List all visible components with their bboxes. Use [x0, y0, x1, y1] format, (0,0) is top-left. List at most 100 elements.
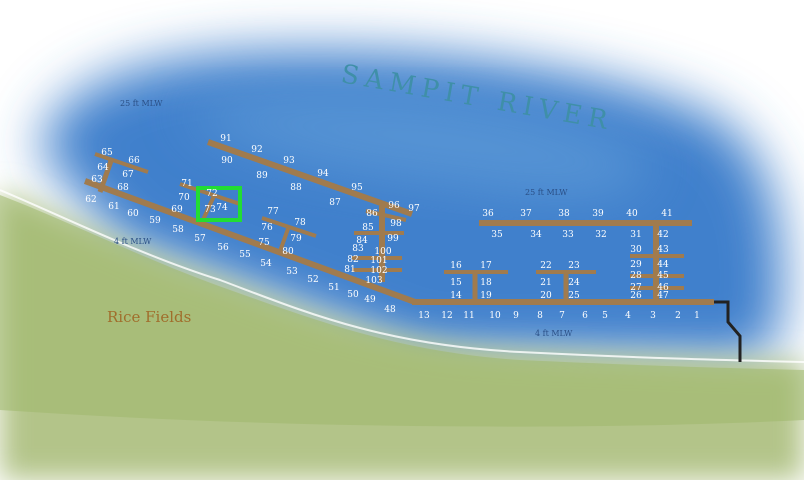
slip-16-label[interactable]: 16: [450, 261, 462, 271]
slip-18-label[interactable]: 18: [480, 278, 492, 288]
slip-84-label[interactable]: 84: [356, 236, 368, 246]
slip-92-label[interactable]: 92: [251, 145, 262, 155]
slip-71-label[interactable]: 71: [181, 179, 192, 189]
slip-32-label[interactable]: 32: [595, 230, 606, 240]
slip-11-label[interactable]: 11: [463, 311, 474, 321]
slip-40-label[interactable]: 40: [626, 209, 638, 219]
slip-34-label[interactable]: 34: [530, 230, 542, 240]
slip-12-label[interactable]: 12: [441, 311, 452, 321]
slip-17-label[interactable]: 17: [480, 261, 492, 271]
slip-87-label[interactable]: 87: [329, 198, 341, 208]
slip-80-label[interactable]: 80: [282, 247, 294, 257]
slip-72-label[interactable]: 72: [206, 189, 217, 199]
slip-5-label[interactable]: 5: [602, 311, 608, 321]
slip-15-label[interactable]: 15: [450, 278, 462, 288]
slip-24-label[interactable]: 24: [568, 278, 580, 288]
slip-56-label[interactable]: 56: [217, 243, 229, 253]
slip-37-label[interactable]: 37: [520, 209, 532, 219]
slip-73-label[interactable]: 73: [204, 205, 216, 215]
slip-65-label[interactable]: 65: [101, 148, 113, 158]
slip-54-label[interactable]: 54: [260, 259, 272, 269]
slip-61-label[interactable]: 61: [108, 202, 119, 212]
slip-96-label[interactable]: 96: [388, 201, 400, 211]
slip-30-label[interactable]: 30: [630, 245, 642, 255]
slip-10-label[interactable]: 10: [489, 311, 501, 321]
slip-48-label[interactable]: 48: [384, 305, 396, 315]
slip-64-label[interactable]: 64: [97, 163, 109, 173]
slip-52-label[interactable]: 52: [307, 275, 318, 285]
slip-1-label[interactable]: 1: [694, 311, 700, 321]
slip-19-label[interactable]: 19: [480, 291, 492, 301]
slip-4-label[interactable]: 4: [625, 311, 631, 321]
slip-20-label[interactable]: 20: [540, 291, 552, 301]
slip-3-label[interactable]: 3: [650, 311, 656, 321]
slip-101-label[interactable]: 101: [370, 256, 387, 266]
slip-2-label[interactable]: 2: [675, 311, 681, 321]
slip-63-label[interactable]: 63: [91, 175, 103, 185]
slip-14-label[interactable]: 14: [450, 291, 462, 301]
slip-70-label[interactable]: 70: [178, 193, 190, 203]
slip-42-label[interactable]: 42: [657, 230, 668, 240]
slip-67-label[interactable]: 67: [122, 170, 134, 180]
slip-53-label[interactable]: 53: [286, 267, 298, 277]
slip-90-label[interactable]: 90: [221, 156, 233, 166]
slip-28-label[interactable]: 28: [630, 271, 642, 281]
slip-58-label[interactable]: 58: [172, 225, 184, 235]
slip-97-label[interactable]: 97: [408, 204, 420, 214]
slip-99-label[interactable]: 99: [387, 234, 399, 244]
slip-66-label[interactable]: 66: [128, 156, 140, 166]
slip-69-label[interactable]: 69: [171, 205, 183, 215]
slip-31-label[interactable]: 31: [630, 230, 641, 240]
slip-75-label[interactable]: 75: [258, 238, 270, 248]
slip-55-label[interactable]: 55: [239, 250, 251, 260]
slip-13-label[interactable]: 13: [418, 311, 430, 321]
slip-100-label[interactable]: 100: [374, 247, 391, 257]
slip-47-label[interactable]: 47: [657, 291, 669, 301]
slip-39-label[interactable]: 39: [592, 209, 604, 219]
slip-38-label[interactable]: 38: [558, 209, 570, 219]
slip-62-label[interactable]: 62: [85, 195, 96, 205]
slip-9-label[interactable]: 9: [513, 311, 519, 321]
highlighted-slip-box[interactable]: [196, 186, 242, 222]
slip-43-label[interactable]: 43: [657, 245, 669, 255]
slip-46-label[interactable]: 46: [657, 283, 669, 293]
slip-57-label[interactable]: 57: [194, 234, 206, 244]
slip-98-label[interactable]: 98: [390, 219, 402, 229]
slip-91-label[interactable]: 91: [220, 134, 231, 144]
slip-93-label[interactable]: 93: [283, 156, 295, 166]
slip-29-label[interactable]: 29: [630, 260, 642, 270]
slip-27-label[interactable]: 27: [630, 283, 642, 293]
slip-8-label[interactable]: 8: [537, 311, 543, 321]
slip-26-label[interactable]: 26: [630, 291, 642, 301]
slip-50-label[interactable]: 50: [347, 290, 359, 300]
slip-33-label[interactable]: 33: [562, 230, 574, 240]
slip-95-label[interactable]: 95: [351, 183, 363, 193]
slip-44-label[interactable]: 44: [657, 260, 669, 270]
slip-85-label[interactable]: 85: [362, 223, 374, 233]
slip-77-label[interactable]: 77: [267, 207, 279, 217]
slip-82-label[interactable]: 82: [347, 255, 358, 265]
slip-74-label[interactable]: 74: [216, 203, 228, 213]
slip-22-label[interactable]: 22: [540, 261, 551, 271]
slip-88-label[interactable]: 88: [290, 183, 302, 193]
slip-89-label[interactable]: 89: [256, 171, 268, 181]
slip-60-label[interactable]: 60: [127, 209, 139, 219]
slip-23-label[interactable]: 23: [568, 261, 580, 271]
slip-6-label[interactable]: 6: [582, 311, 588, 321]
slip-49-label[interactable]: 49: [364, 295, 376, 305]
slip-103-label[interactable]: 103: [365, 276, 382, 286]
slip-36-label[interactable]: 36: [482, 209, 494, 219]
slip-25-label[interactable]: 25: [568, 291, 580, 301]
slip-21-label[interactable]: 21: [540, 278, 551, 288]
slip-102-label[interactable]: 102: [370, 266, 387, 276]
slip-83-label[interactable]: 83: [352, 244, 364, 254]
slip-68-label[interactable]: 68: [117, 183, 129, 193]
slip-7-label[interactable]: 7: [559, 311, 565, 321]
slip-41-label[interactable]: 41: [661, 209, 672, 219]
slip-86-label[interactable]: 86: [366, 209, 378, 219]
slip-45-label[interactable]: 45: [657, 271, 669, 281]
slip-76-label[interactable]: 76: [261, 223, 273, 233]
slip-81-label[interactable]: 81: [344, 265, 355, 275]
slip-94-label[interactable]: 94: [317, 169, 329, 179]
slip-51-label[interactable]: 51: [328, 283, 339, 293]
